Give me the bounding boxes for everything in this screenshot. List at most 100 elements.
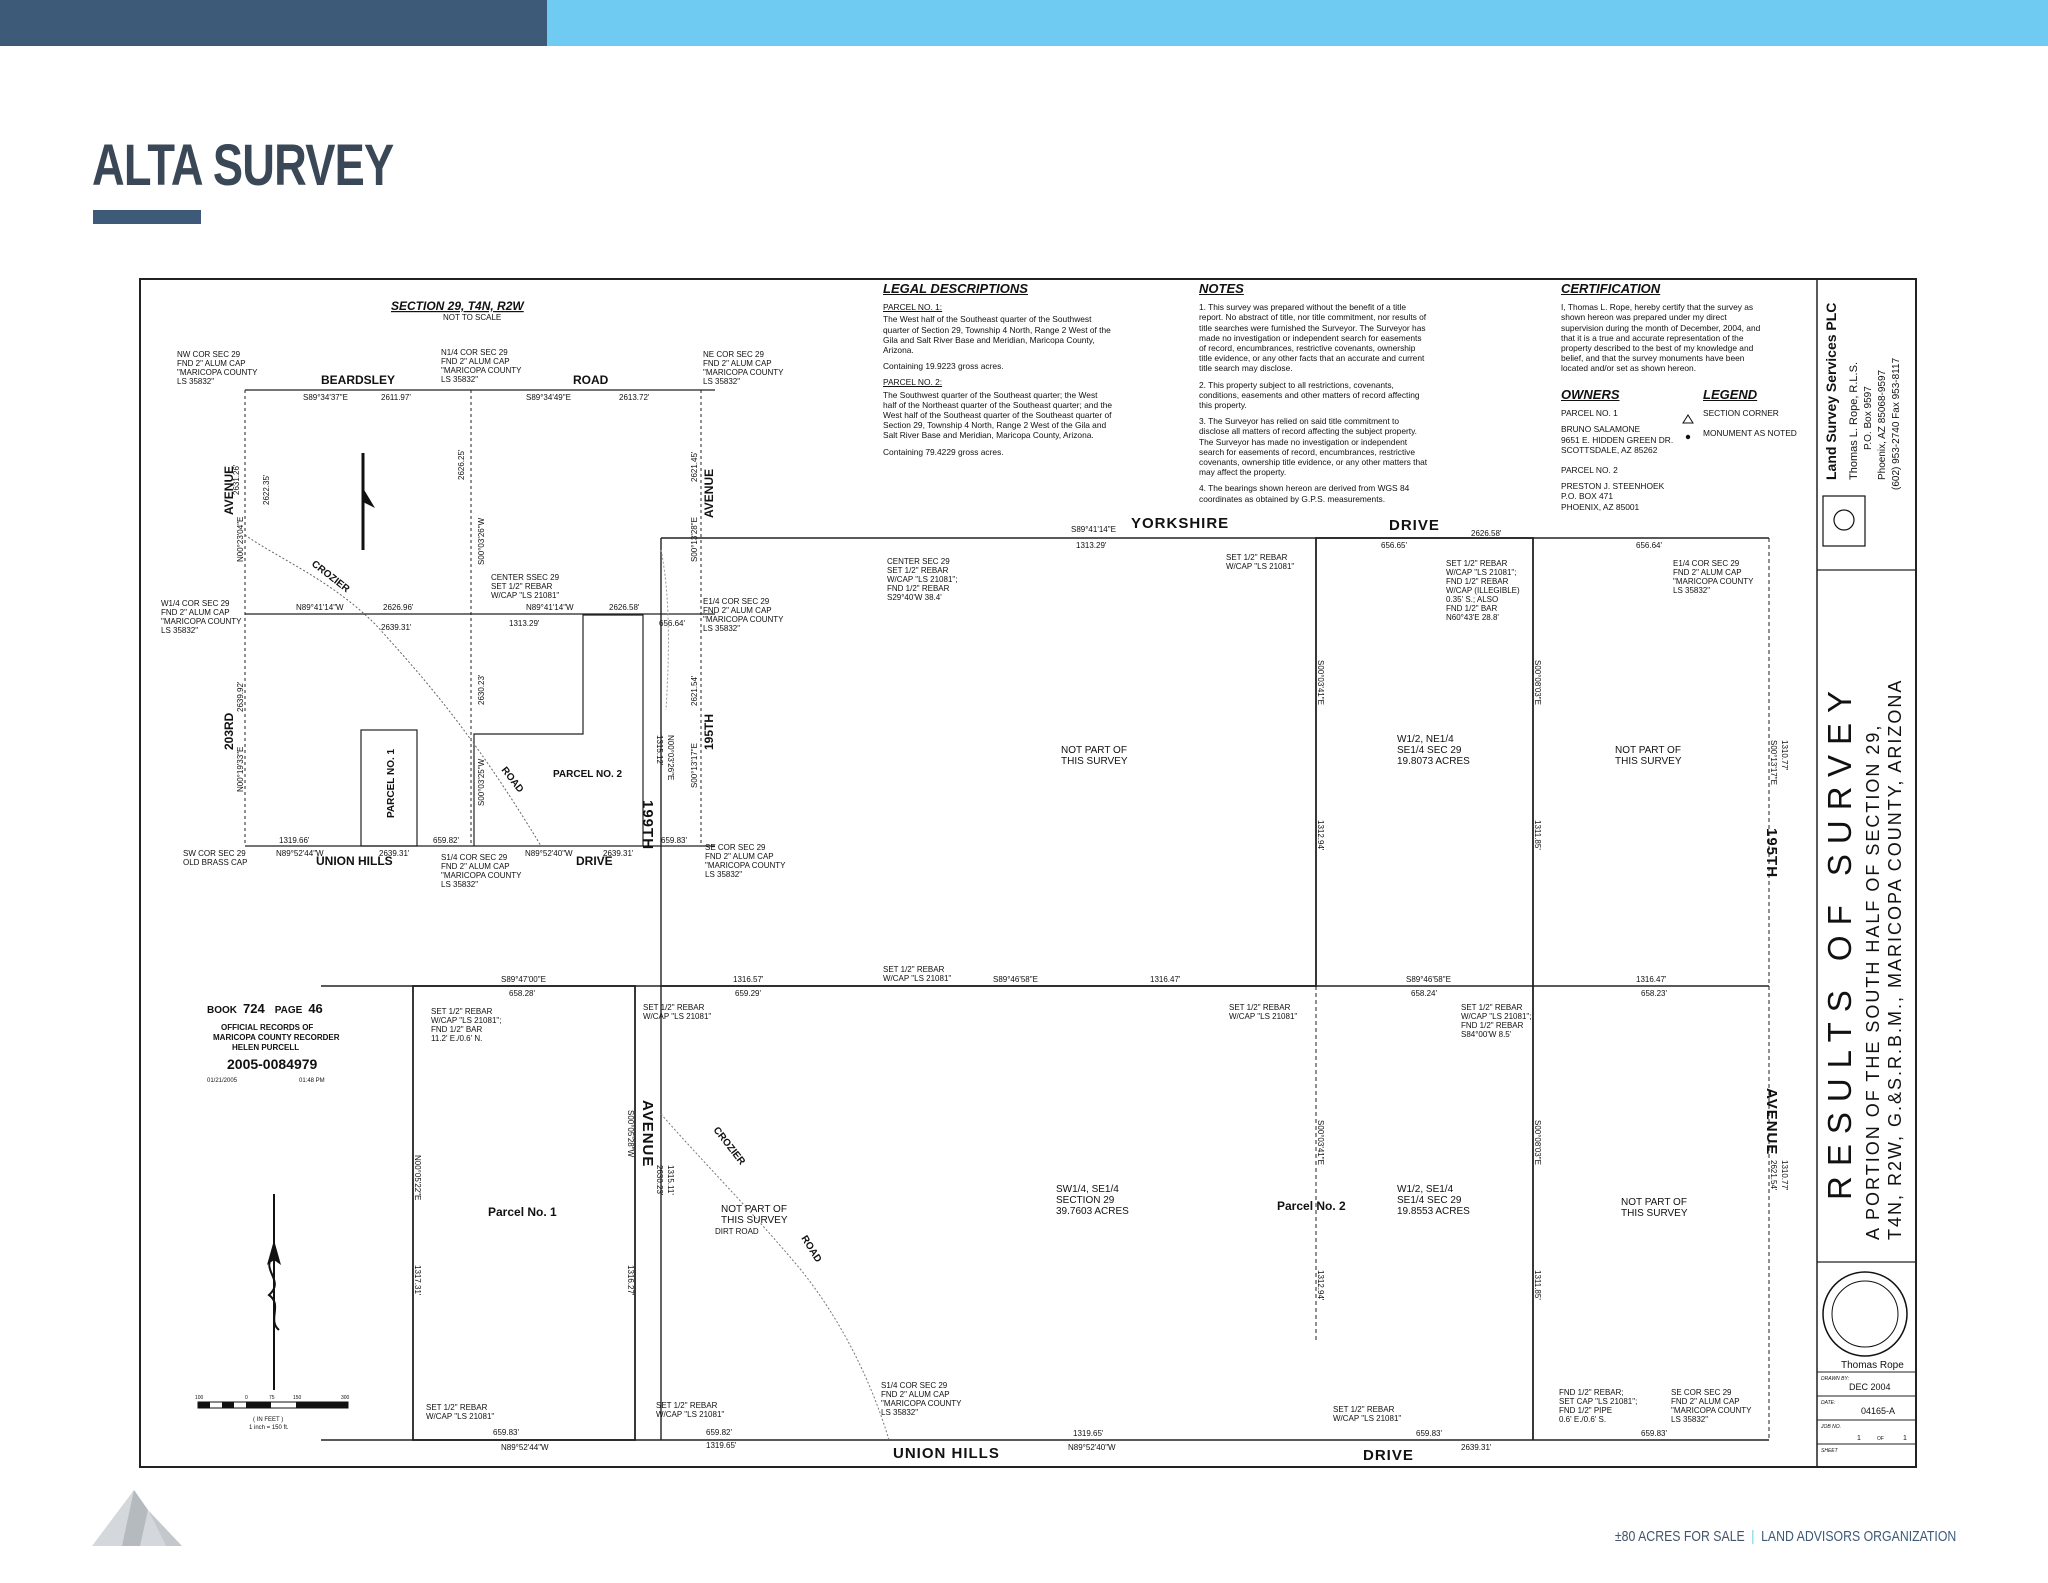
- svg-text:1 inch = 150 ft.: 1 inch = 150 ft.: [249, 1425, 289, 1431]
- svg-text:658.24': 658.24': [1411, 989, 1437, 998]
- svg-text:2639.92': 2639.92': [236, 681, 245, 712]
- note-4: 4. The bearings shown hereon are derived…: [1199, 483, 1410, 504]
- svg-text:2639.31': 2639.31': [603, 849, 634, 858]
- svg-text:S00°03'41"E: S00°03'41"E: [1316, 660, 1325, 705]
- svg-text:2626.58': 2626.58': [609, 603, 640, 612]
- main-plat: YORKSHIRE DRIVE UNION HILLS DRIVE 199TH …: [321, 515, 1789, 1464]
- svg-text:NOT PART OF: NOT PART OF: [1621, 1197, 1687, 1208]
- svg-text:656.65': 656.65': [1381, 541, 1407, 550]
- svg-text:659.83': 659.83': [1641, 1429, 1667, 1438]
- svg-text:659.29': 659.29': [735, 989, 761, 998]
- svg-text:NOT PART OF: NOT PART OF: [1615, 745, 1681, 756]
- svg-text:2639.31': 2639.31': [1461, 1443, 1492, 1452]
- svg-text:ROAD: ROAD: [798, 1234, 823, 1265]
- svg-text:BEARDSLEY: BEARDSLEY: [321, 373, 395, 387]
- owners: OWNERS PARCEL NO. 1 BRUNO SALAMONE 9651 …: [1561, 387, 1681, 512]
- svg-text:1316.27': 1316.27': [626, 1265, 635, 1296]
- note-1: 1. This survey was prepared without the …: [1199, 302, 1427, 374]
- svg-text:1312.94': 1312.94': [1316, 820, 1325, 851]
- svg-text:S00°08'03"E: S00°08'03"E: [1533, 1120, 1542, 1165]
- svg-text:DATE:: DATE:: [1821, 1400, 1836, 1406]
- svg-text:1311.85': 1311.85': [1533, 820, 1542, 850]
- svg-text:2626.58': 2626.58': [1471, 529, 1502, 538]
- footer-separator: |: [1750, 1528, 1755, 1545]
- legend-section-corner: SECTION CORNER: [1703, 408, 1779, 419]
- top-bar-light: [547, 0, 2048, 46]
- svg-text:659.82': 659.82': [433, 836, 459, 845]
- svg-text:1: 1: [1903, 1435, 1907, 1442]
- svg-text:CROZIER: CROZIER: [309, 559, 352, 596]
- title-block: Land Survey Services PLC Thomas L. Rope,…: [1816, 280, 1915, 1466]
- svg-text:1319.65': 1319.65': [1073, 1429, 1104, 1438]
- svg-text:195TH: 195TH: [702, 714, 716, 750]
- vicinity-parcel-2: [473, 614, 644, 846]
- svg-text:S89°46'58"E: S89°46'58"E: [993, 975, 1038, 984]
- svg-text:Thomas Rope: Thomas Rope: [1841, 1360, 1904, 1371]
- svg-text:N89°52'44"W: N89°52'44"W: [501, 1443, 549, 1452]
- svg-text:1315.12': 1315.12': [655, 735, 664, 766]
- svg-text:1319.66': 1319.66': [279, 836, 310, 845]
- svg-text:Thomas L. Rope, R.L.S.: Thomas L. Rope, R.L.S.: [1848, 362, 1860, 480]
- svg-text:656.64': 656.64': [1636, 541, 1662, 550]
- svg-text:1310.77': 1310.77': [1780, 740, 1789, 771]
- svg-text:S00°13'28"E: S00°13'28"E: [690, 517, 699, 562]
- svg-text:1316.57': 1316.57': [733, 975, 764, 984]
- svg-text:THIS SURVEY: THIS SURVEY: [1615, 756, 1682, 767]
- svg-text:2621.45': 2621.45': [690, 451, 699, 482]
- footer-tagline: ±80 ACRES FOR SALE | LAND ADVISORS ORGANIZ…: [1615, 1528, 1956, 1545]
- svg-text:S00°03'26"W: S00°03'26"W: [477, 517, 486, 565]
- legal-parcel-2-label: PARCEL NO. 2:: [883, 377, 943, 388]
- notes-heading: NOTES: [1199, 281, 1244, 296]
- svg-text:N89°41'14"W: N89°41'14"W: [296, 603, 344, 612]
- svg-text:Phoenix, AZ 85068-9597: Phoenix, AZ 85068-9597: [1877, 369, 1888, 480]
- svg-text:AVENUE: AVENUE: [702, 469, 716, 518]
- legal-parcel-2-text: The Southwest quarter of the Southeast q…: [883, 389, 1113, 441]
- svg-text:ROAD: ROAD: [499, 765, 526, 795]
- svg-text:2005-0084979: 2005-0084979: [227, 1056, 318, 1072]
- svg-text:658.23': 658.23': [1641, 989, 1667, 998]
- vicinity-parcel-1: [360, 729, 418, 847]
- vicinity-subtitle: NOT TO SCALE: [443, 313, 501, 322]
- svg-text:THIS SURVEY: THIS SURVEY: [1061, 756, 1128, 767]
- vicinity-title: SECTION 29, T4N, R2W: [391, 299, 525, 313]
- dot-monument-icon: [1685, 434, 1691, 440]
- svg-text:1313.29': 1313.29': [509, 619, 540, 628]
- svg-text:SHEET: SHEET: [1821, 1448, 1839, 1454]
- svg-text:DRAWN BY:: DRAWN BY:: [1821, 1376, 1850, 1382]
- svg-text:659.82': 659.82': [706, 1428, 732, 1437]
- footer-acres: ±80 ACRES FOR SALE: [1614, 1528, 1745, 1545]
- svg-text:S89°34'37"E: S89°34'37"E: [303, 393, 348, 402]
- svg-text:N89°52'44"W: N89°52'44"W: [276, 849, 324, 858]
- note-2: 2. This property subject to all restrict…: [1199, 379, 1420, 411]
- legal-descriptions: LEGAL DESCRIPTIONS PARCEL NO. 1: The Wes…: [883, 282, 1113, 463]
- svg-text:S89°46'58"E: S89°46'58"E: [1406, 975, 1451, 984]
- page-title: ALTA SURVEY: [92, 133, 394, 198]
- survey-company-logo: [1822, 495, 1866, 547]
- owners-heading: OWNERS: [1561, 387, 1620, 402]
- svg-text:N00°03'26"E: N00°03'26"E: [666, 735, 675, 780]
- notes: NOTES 1. This survey was prepared withou…: [1199, 281, 1429, 510]
- svg-text:2639.31': 2639.31': [381, 623, 412, 632]
- svg-text:300: 300: [341, 1395, 350, 1401]
- svg-text:2630.23': 2630.23': [477, 674, 486, 705]
- svg-text:1310.77': 1310.77': [1780, 1160, 1789, 1191]
- footer-org: LAND ADVISORS ORGANIZATION: [1760, 1528, 1956, 1545]
- owner-1-address: 9651 E. HIDDEN GREEN DR.: [1561, 434, 1674, 445]
